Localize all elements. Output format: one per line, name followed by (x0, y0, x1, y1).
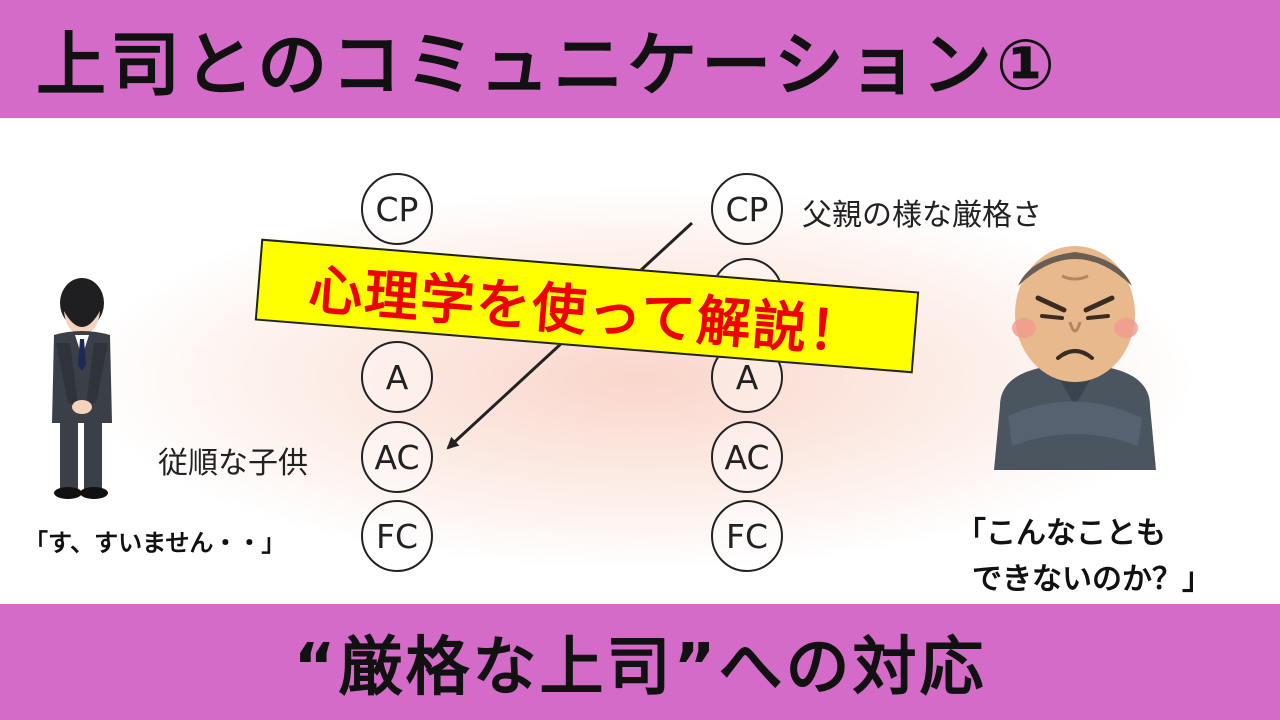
boss-speech-line1: 「こんなことも (956, 516, 1166, 551)
right-state-ac: AC (711, 421, 783, 493)
header-band: 上司とのコミュニケーション① (0, 0, 1280, 118)
footer-band: “厳格な上司”への対応 (0, 604, 1280, 720)
bowing-businessman-icon (52, 278, 112, 499)
left-state-fc: FC (361, 500, 433, 572)
right-state-fc: FC (711, 500, 783, 572)
page-title: 上司とのコミュニケーション① (36, 23, 1060, 106)
left-label: 従順な子供 (158, 446, 308, 481)
subordinate-speech: 「す、すいません・・」 (24, 529, 286, 557)
angry-boss-icon (994, 246, 1156, 470)
boss-speech-line2: できないのか？」 (972, 562, 1212, 597)
right-state-cp: CP (711, 173, 783, 245)
left-state-ac: AC (361, 421, 433, 493)
right-label: 父親の様な厳格さ (802, 198, 1042, 233)
left-state-cp: CP (361, 173, 433, 245)
left-state-a: A (361, 341, 433, 413)
page-subtitle: “厳格な上司”への対応 (293, 631, 987, 705)
slide-content: CP NP A AC FC 従順な子供 CP NP A AC FC 父親の様な厳… (0, 118, 1280, 604)
